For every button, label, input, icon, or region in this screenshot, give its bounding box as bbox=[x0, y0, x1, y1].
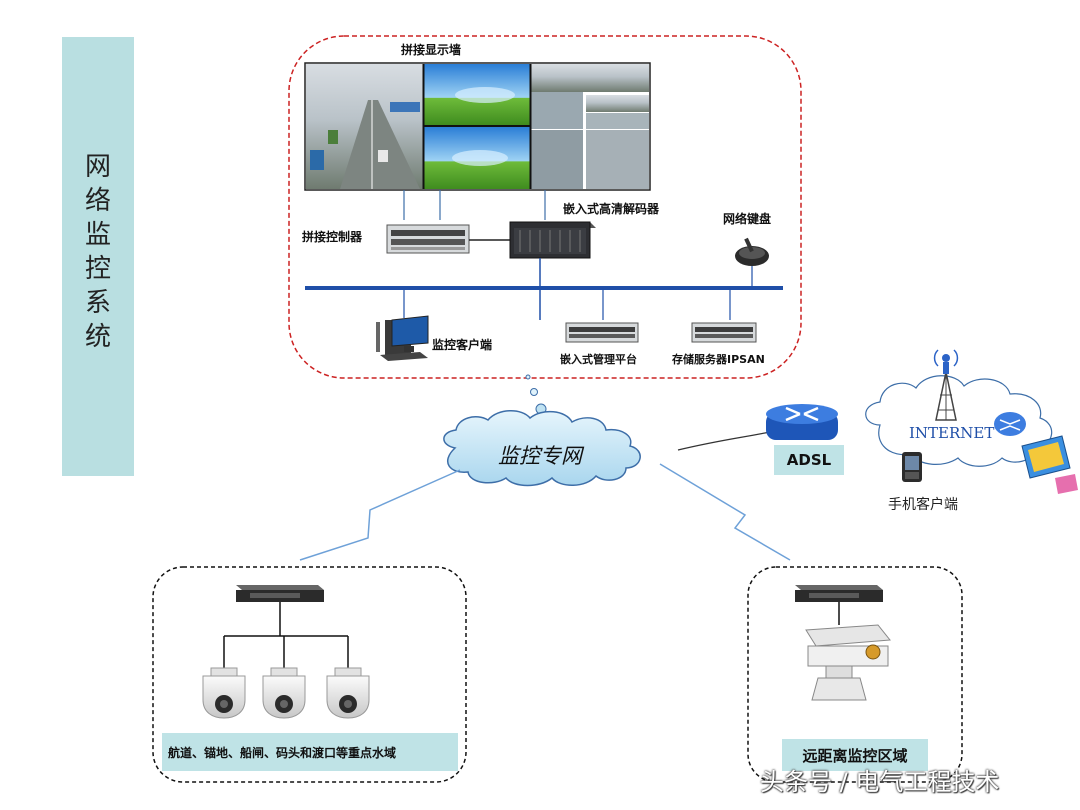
keyboard-label: 网络键盘 bbox=[723, 212, 772, 226]
dome-camera-1 bbox=[202, 667, 246, 719]
internet-label: INTERNET bbox=[909, 424, 995, 442]
router-device bbox=[766, 404, 838, 440]
video-wall-label: 拼接显示墙 bbox=[401, 43, 462, 57]
side-panel bbox=[62, 37, 134, 476]
mgmt-platform-device bbox=[565, 322, 639, 343]
mobile-phone-icon bbox=[902, 452, 922, 482]
controller-device bbox=[386, 224, 470, 254]
switch-left bbox=[236, 585, 324, 602]
adsl-label: ADSL bbox=[774, 445, 844, 475]
network-cloud bbox=[443, 410, 641, 487]
remote-region bbox=[747, 566, 963, 783]
keyboard-device bbox=[735, 237, 769, 266]
pc-device bbox=[376, 315, 429, 361]
storage-device bbox=[691, 322, 757, 343]
decoder-device bbox=[509, 221, 596, 259]
controller-label: 拼接控制器 bbox=[302, 230, 363, 244]
region-right-label: 远距离监控区域 bbox=[782, 739, 928, 771]
network-label: 监控专网 bbox=[498, 444, 582, 468]
ptz-camera bbox=[805, 624, 891, 701]
dome-camera-3 bbox=[326, 667, 370, 719]
waters-region bbox=[152, 566, 467, 783]
mgmt-platform-label: 嵌入式管理平台 bbox=[560, 353, 637, 366]
storage-label: 存储服务器IPSAN bbox=[672, 353, 765, 366]
watermark: 头条号 / 电气工程技术 bbox=[760, 768, 1000, 796]
client-label: 监控客户端 bbox=[432, 338, 493, 352]
mobile-client-label: 手机客户端 bbox=[888, 497, 958, 513]
internet-cloud bbox=[865, 375, 1053, 467]
switch-right bbox=[795, 585, 883, 602]
video-wall bbox=[304, 62, 651, 191]
control-center-region bbox=[288, 35, 802, 379]
system-title: 网 络 监 控 系 统 bbox=[84, 152, 111, 352]
dome-camera-2 bbox=[262, 667, 306, 719]
display-icon bbox=[1021, 435, 1078, 494]
decoder-label: 嵌入式高清解码器 bbox=[563, 202, 660, 216]
antenna-tower bbox=[933, 349, 959, 421]
region-left-label: 航道、锚地、船闸、码头和渡口等重点水域 bbox=[162, 733, 458, 771]
